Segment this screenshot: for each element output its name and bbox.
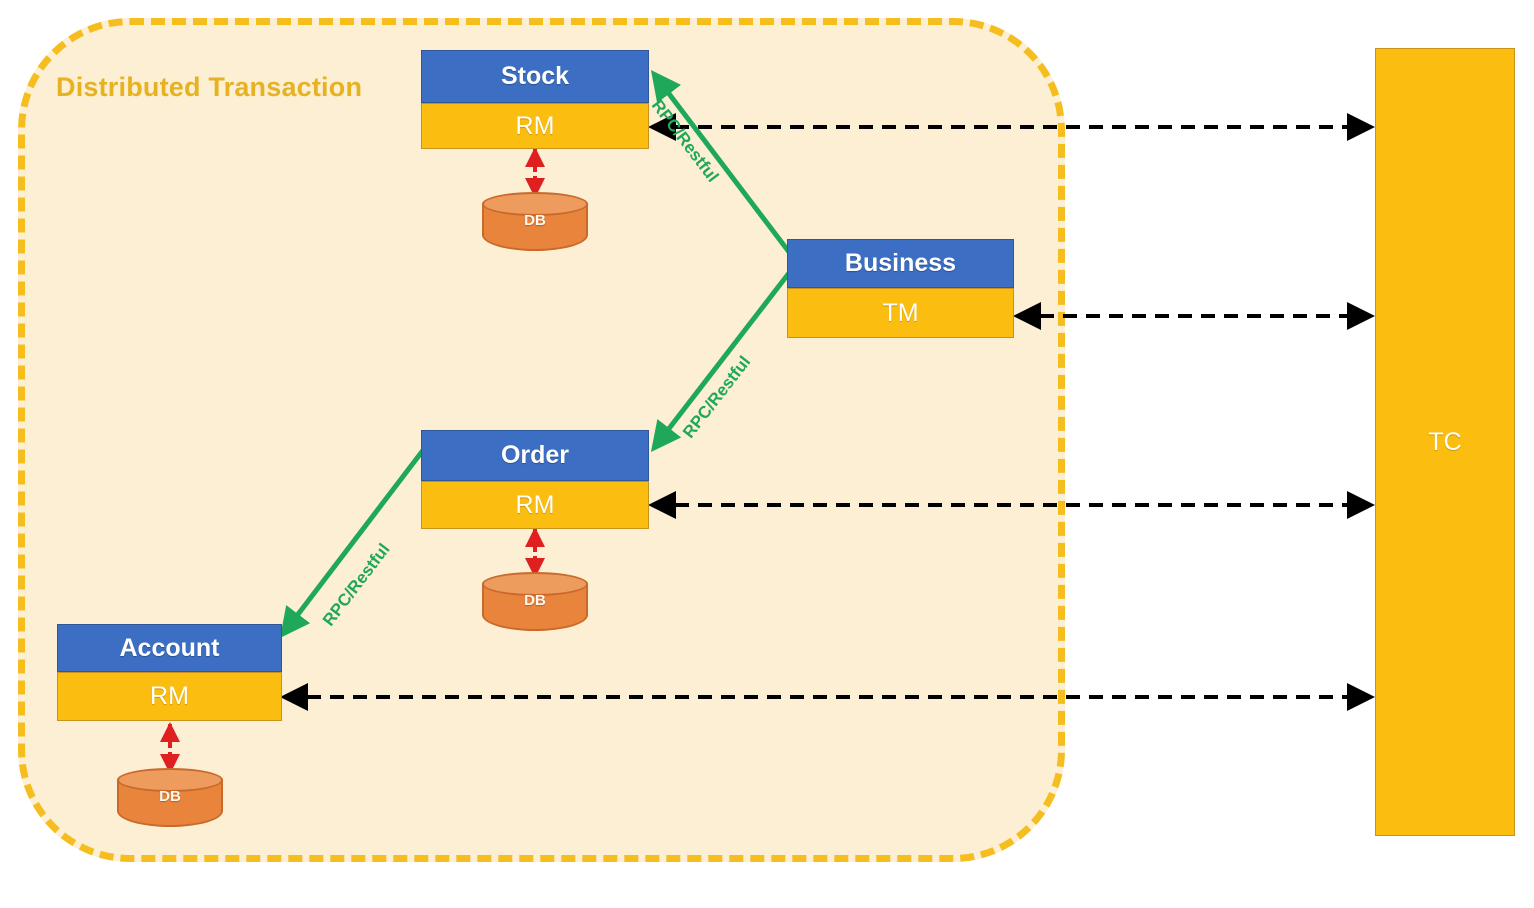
service-account-name: Account [57,624,282,672]
database-order[interactable]: DB [482,572,588,638]
db-cylinder-top [482,572,588,596]
distributed-transaction-title: Distributed Transaction [56,72,363,102]
service-business-role: TM [787,288,1014,338]
service-stock[interactable]: Stock RM [421,50,649,149]
service-stock-name: Stock [421,50,649,103]
db-label: DB [524,592,546,609]
db-label: DB [524,212,546,229]
service-order-name: Order [421,430,649,481]
service-order[interactable]: Order RM [421,430,649,529]
service-order-role: RM [421,481,649,529]
db-label: DB [159,788,181,805]
transaction-coordinator[interactable]: TC [1375,48,1515,836]
service-business[interactable]: Business TM [787,239,1014,338]
service-business-name: Business [787,239,1014,288]
service-stock-role: RM [421,103,649,149]
db-cylinder-top [482,192,588,216]
service-account[interactable]: Account RM [57,624,282,721]
db-cylinder-top [117,768,223,792]
database-account[interactable]: DB [117,768,223,834]
database-stock[interactable]: DB [482,192,588,258]
service-account-role: RM [57,672,282,721]
